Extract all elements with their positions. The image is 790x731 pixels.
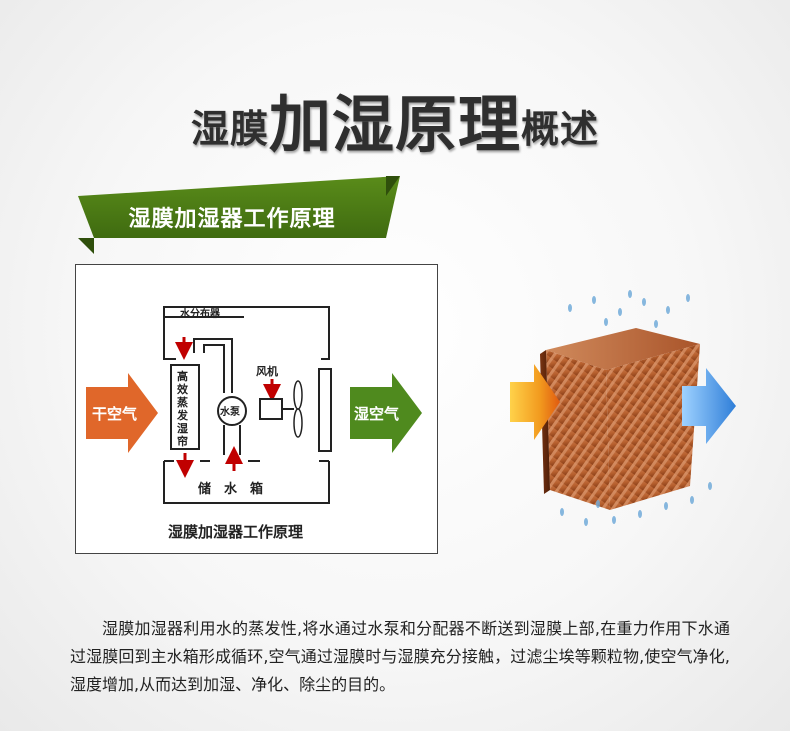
cool-air-arrow	[682, 368, 736, 444]
distributor-label: 水分布器	[179, 307, 221, 320]
pump-label: 水泵	[219, 405, 241, 418]
water-drops-top	[568, 290, 690, 328]
svg-text:湿: 湿	[177, 421, 188, 435]
wet-air-label: 湿空气	[354, 405, 399, 423]
page-title: 湿膜 加湿原理 概述	[0, 82, 790, 162]
pad-front-face	[546, 350, 610, 510]
air-outlet-grille	[318, 368, 332, 452]
wet-air-arrow: 湿空气	[350, 373, 422, 453]
section-banner: 湿膜加湿器工作原理	[78, 176, 402, 254]
water-tank	[163, 461, 330, 504]
banner-label: 湿膜加湿器工作原理	[128, 207, 336, 232]
svg-text:效: 效	[177, 382, 189, 396]
water-drops-bottom	[560, 482, 712, 526]
intro-paragraph: 湿膜加湿器利用水的蒸发性,将水通过水泵和分配器不断送到湿膜上部,在重力作用下水通…	[70, 619, 730, 694]
riser-pipe	[193, 338, 233, 393]
dry-air-label: 干空气	[92, 405, 137, 423]
dry-air-arrow: 干空气	[86, 373, 158, 453]
page-title-main: 加湿原理	[268, 88, 521, 161]
fan-blade-bottom	[293, 408, 303, 438]
hot-air-arrow	[510, 364, 560, 440]
page-title-right: 概述	[521, 107, 600, 151]
diagram-caption: 湿膜加湿器工作原理	[168, 523, 303, 541]
housing-top	[163, 306, 330, 360]
svg-text:发: 发	[176, 408, 189, 422]
svg-text:帘: 帘	[177, 434, 188, 448]
pad-front-face-right	[606, 344, 700, 510]
page-title-left: 湿膜	[190, 107, 269, 151]
svg-text:蒸: 蒸	[177, 395, 188, 409]
banner-ribbon-shape	[78, 176, 400, 254]
wet-pad-illustration	[510, 290, 736, 526]
fan-label: 风机	[256, 364, 278, 378]
pad-label: 高 效 蒸 发 湿 帘	[176, 369, 189, 448]
fan-motor	[259, 398, 283, 420]
pad-top-face	[546, 328, 700, 370]
evaporative-pad	[170, 364, 200, 450]
riser-pipe-inner	[203, 344, 225, 393]
tank-label: 储 水 箱	[197, 481, 263, 497]
fan-blade-top	[293, 380, 303, 410]
svg-text:高: 高	[177, 369, 188, 383]
schematic-diagram: 水分布器 高 效 蒸 发 湿 帘 水泵 风机	[86, 306, 422, 541]
schematic-frame: 水分布器 高 效 蒸 发 湿 帘 水泵 风机	[75, 264, 438, 554]
pump-circle	[217, 396, 247, 426]
